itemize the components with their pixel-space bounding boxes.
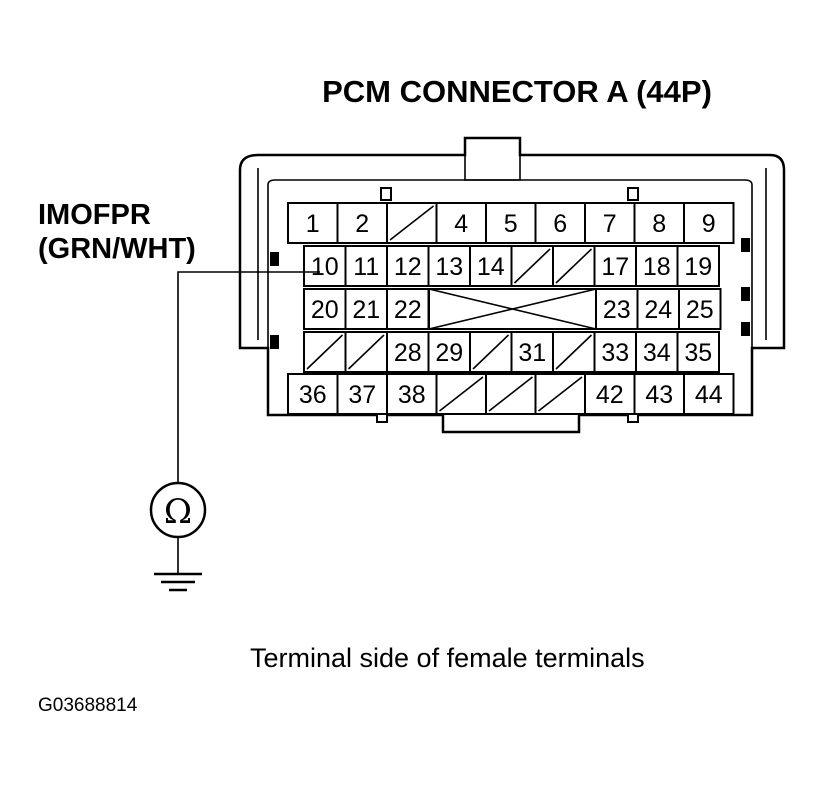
diagram-caption: Terminal side of female terminals bbox=[250, 643, 645, 673]
terminal-cavity bbox=[469, 245, 513, 287]
blank-cavity-slash bbox=[488, 376, 533, 412]
terminal-number: 4 bbox=[454, 210, 468, 238]
terminal-number: 42 bbox=[596, 381, 624, 409]
blank-cavity-slash bbox=[439, 376, 484, 412]
terminal-number: 24 bbox=[644, 296, 672, 324]
terminal-number: 44 bbox=[695, 381, 723, 409]
terminal-number: 2 bbox=[355, 210, 369, 238]
terminal-cavity bbox=[584, 202, 636, 244]
diagram-title: PCM CONNECTOR A (44P) bbox=[322, 74, 712, 109]
blank-cavity-slash bbox=[472, 334, 510, 370]
terminal-cavity bbox=[303, 245, 347, 287]
terminal-cavity bbox=[386, 331, 430, 373]
ground-icon bbox=[154, 572, 202, 592]
terminal-number: 1 bbox=[306, 210, 320, 238]
terminal-number: 25 bbox=[686, 296, 714, 324]
blank-cavity-slash bbox=[389, 205, 434, 241]
terminal-number: 23 bbox=[603, 296, 631, 324]
terminal-cavity bbox=[595, 288, 639, 330]
probe-wire bbox=[177, 271, 320, 483]
terminal-number: 35 bbox=[684, 339, 712, 367]
terminal-number: 37 bbox=[348, 381, 376, 409]
terminal-number: 9 bbox=[702, 210, 716, 238]
terminal-number: 33 bbox=[601, 339, 629, 367]
terminal-cavity bbox=[510, 331, 554, 373]
terminal-cavity bbox=[678, 288, 722, 330]
terminal-cavity bbox=[636, 288, 680, 330]
terminal-number: 22 bbox=[394, 296, 422, 324]
terminal-number: 6 bbox=[553, 210, 567, 238]
terminal-number: 18 bbox=[643, 253, 671, 281]
terminal-cavity bbox=[427, 245, 471, 287]
terminal-cavity bbox=[676, 331, 720, 373]
terminal-number: 17 bbox=[601, 253, 629, 281]
wire-name-label: IMOFPR bbox=[38, 199, 151, 231]
terminal-number: 28 bbox=[394, 339, 422, 367]
terminal-cavity bbox=[435, 202, 487, 244]
terminal-number: 7 bbox=[603, 210, 617, 238]
terminal-number: 34 bbox=[643, 339, 671, 367]
terminal-cavity bbox=[534, 202, 586, 244]
terminal-number: 31 bbox=[518, 339, 546, 367]
figure-code: G03688814 bbox=[38, 695, 138, 716]
wire-color-label: (GRN/WHT) bbox=[38, 233, 196, 265]
blank-cavity-slash bbox=[428, 288, 597, 330]
terminal-number: 13 bbox=[435, 253, 463, 281]
terminal-number: 10 bbox=[311, 253, 339, 281]
terminal-number: 8 bbox=[652, 210, 666, 238]
blank-cavity-slash bbox=[555, 334, 593, 370]
terminal-number: 21 bbox=[352, 296, 380, 324]
terminal-cavity bbox=[633, 373, 685, 415]
terminal-number: 12 bbox=[394, 253, 422, 281]
terminal-cavity bbox=[676, 245, 720, 287]
terminal-cavity bbox=[287, 202, 339, 244]
blank-cavity-slash bbox=[306, 334, 344, 370]
terminal-number: 43 bbox=[645, 381, 673, 409]
terminal-number: 29 bbox=[435, 339, 463, 367]
blank-cavity-slash bbox=[347, 334, 385, 370]
terminal-cavity bbox=[633, 202, 685, 244]
ohmmeter-icon: Ω bbox=[149, 481, 207, 539]
terminal-cavity bbox=[336, 202, 388, 244]
terminal-number: 11 bbox=[353, 253, 379, 281]
terminal-number: 38 bbox=[398, 381, 426, 409]
terminal-cavity bbox=[593, 245, 637, 287]
blank-cavity-slash bbox=[555, 248, 593, 284]
terminal-number: 36 bbox=[299, 381, 327, 409]
terminal-cavity bbox=[683, 202, 735, 244]
terminal-cavity bbox=[584, 373, 636, 415]
blank-cavity-slash bbox=[513, 248, 551, 284]
terminal-cavity bbox=[485, 202, 537, 244]
terminal-number: 5 bbox=[504, 210, 518, 238]
terminal-number: 19 bbox=[684, 253, 712, 281]
terminal-cavity bbox=[593, 331, 637, 373]
terminal-number: 14 bbox=[477, 253, 505, 281]
ohm-symbol: Ω bbox=[164, 492, 192, 532]
blank-cavity-slash bbox=[538, 376, 583, 412]
terminal-number: 20 bbox=[311, 296, 339, 324]
terminal-cavity bbox=[683, 373, 735, 415]
